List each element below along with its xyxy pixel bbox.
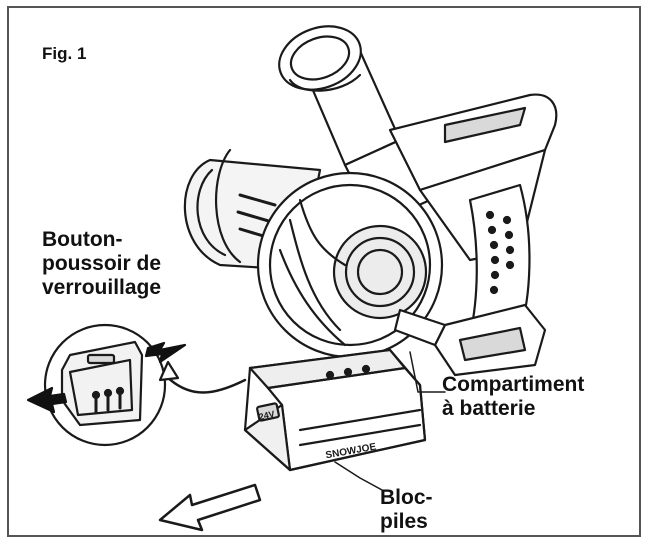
lock-button-callout-line1: Bouton- — [42, 228, 123, 251]
callout-leaders — [334, 351, 446, 491]
battery-compartment — [393, 303, 547, 377]
right-push-arrow — [144, 341, 187, 364]
lock-button-callout: Bouton- poussoir de verrouillage — [42, 228, 161, 300]
battery-compartment-callout-line1: Compartiment — [442, 373, 585, 396]
battery-pack-callout: Bloc- piles — [380, 486, 433, 534]
lock-button-inset — [43, 323, 167, 447]
battery-pack-callout-line2: piles — [380, 510, 428, 534]
figure-label: Fig. 1 — [42, 44, 87, 63]
battery-pack-callout-line1: Bloc- — [380, 486, 433, 509]
battery-pack — [243, 348, 427, 472]
inset-pointer-arrow — [158, 360, 247, 394]
lock-button-callout-line2: poussoir de — [42, 252, 162, 276]
battery-voltage-marking: 24V — [258, 409, 276, 422]
pack-leader — [334, 461, 383, 491]
left-push-arrow — [26, 386, 68, 414]
battery-compartment-callout-line2: à batterie — [442, 397, 536, 421]
fan-housing — [256, 171, 444, 359]
lock-button-callout-line3: verrouillage — [42, 276, 162, 300]
push-arrows — [26, 341, 187, 414]
removal-arrow — [158, 483, 262, 532]
battery-compartment-callout: Compartiment à batterie — [442, 373, 584, 421]
compartment-leader — [409, 351, 446, 393]
